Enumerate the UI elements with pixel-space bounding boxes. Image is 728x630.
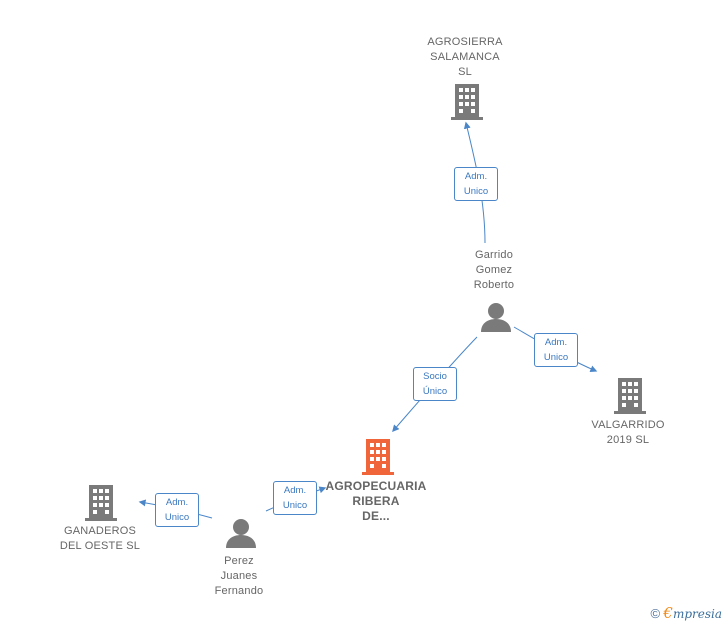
node-agrosierra-label: AGROSIERRA SALAMANCA SL [427, 36, 503, 78]
building-icon [362, 439, 394, 475]
copyright-symbol: © [650, 606, 661, 621]
edge-label-perez-ganaderos[interactable]: Adm. Unico [155, 493, 199, 527]
node-garrido-label: Garrido Gomez Roberto [473, 249, 515, 291]
edge-label-garrido-valgarrido[interactable]: Adm. Unico [534, 333, 578, 367]
node-agropecuaria-label: AGROPECUARIA RIBERA DE... [325, 479, 427, 523]
building-icon [85, 485, 117, 521]
edge-label-perez-agropecuaria[interactable]: Adm. Unico [273, 481, 317, 515]
brand-logo-mark: € [663, 604, 673, 622]
node-valgarrido-label: VALGARRIDO 2019 SL [591, 419, 665, 446]
edge-label-garrido-agrosierra[interactable]: Adm. Unico [454, 167, 498, 201]
person-icon [481, 303, 511, 332]
brand-name: mpresia [672, 607, 722, 621]
person-icon [226, 519, 256, 548]
building-icon [614, 378, 646, 414]
building-icon [451, 84, 483, 120]
node-ganaderos-label: GANADEROS DEL OESTE SL [59, 525, 141, 552]
edge-label-garrido-agropecuaria[interactable]: Socio Único [413, 367, 457, 401]
node-perez-label: Perez Juanes Fernando [214, 555, 264, 597]
empresia-watermark: © €mpresia [650, 604, 722, 622]
